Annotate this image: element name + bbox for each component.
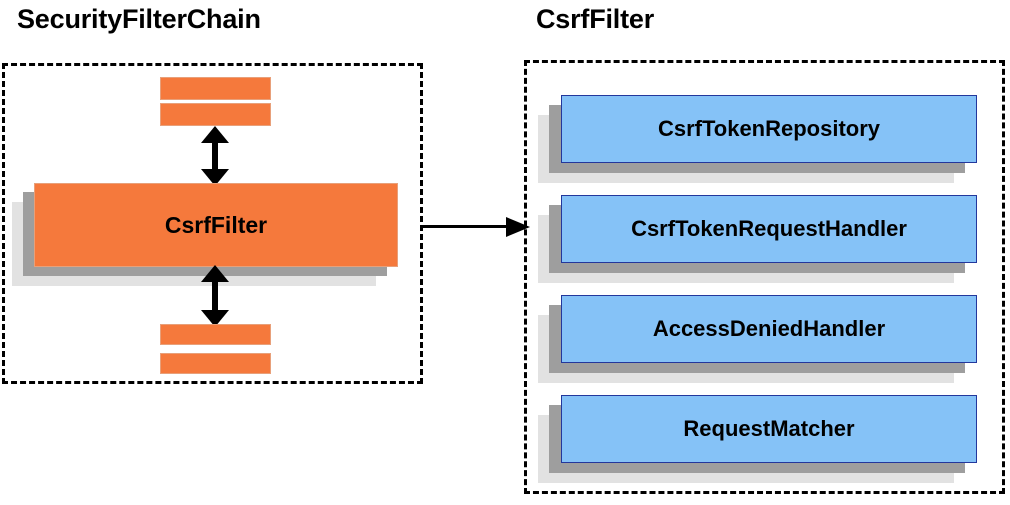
double-arrow-vertical-bottom-icon: [201, 265, 229, 327]
card-csrf-filter-label: CsrfFilter: [34, 183, 398, 267]
arrow-head-icon: [506, 217, 530, 237]
card-access-denied-handler[interactable]: AccessDeniedHandler: [538, 295, 977, 383]
arrow-head-down-icon: [201, 310, 229, 327]
arrow-head-down-icon: [201, 169, 229, 186]
page-title-csrf-filter: CsrfFilter: [536, 4, 655, 34]
card-csrf-token-request-handler[interactable]: CsrfTokenRequestHandler: [538, 195, 977, 283]
security-filter-chain-container: [2, 63, 423, 384]
filter-bar-bottom-2: [160, 353, 271, 374]
arrow-head-up-icon: [201, 265, 229, 282]
card-csrf-filter[interactable]: CsrfFilter: [12, 183, 398, 286]
card-csrf-token-repository[interactable]: CsrfTokenRepository: [538, 95, 977, 183]
card-csrf-token-request-handler-label: CsrfTokenRequestHandler: [561, 195, 977, 263]
filter-bar-top-2: [160, 103, 271, 126]
filter-bar-bottom-1: [160, 324, 271, 345]
panel-link-arrow-right-icon: [422, 217, 530, 237]
arrow-head-up-icon: [201, 126, 229, 143]
csrf-filter-container: [524, 60, 1005, 494]
arrow-stem: [422, 225, 510, 228]
card-request-matcher-label: RequestMatcher: [561, 395, 977, 463]
filter-bar-top-1: [160, 77, 271, 100]
card-csrf-token-repository-label: CsrfTokenRepository: [561, 95, 977, 163]
page-title-security-filter-chain: SecurityFilterChain: [17, 4, 261, 34]
card-request-matcher[interactable]: RequestMatcher: [538, 395, 977, 483]
arrow-stem: [212, 138, 218, 174]
arrow-stem: [212, 277, 218, 315]
double-arrow-vertical-top-icon: [201, 126, 229, 186]
card-access-denied-handler-label: AccessDeniedHandler: [561, 295, 977, 363]
